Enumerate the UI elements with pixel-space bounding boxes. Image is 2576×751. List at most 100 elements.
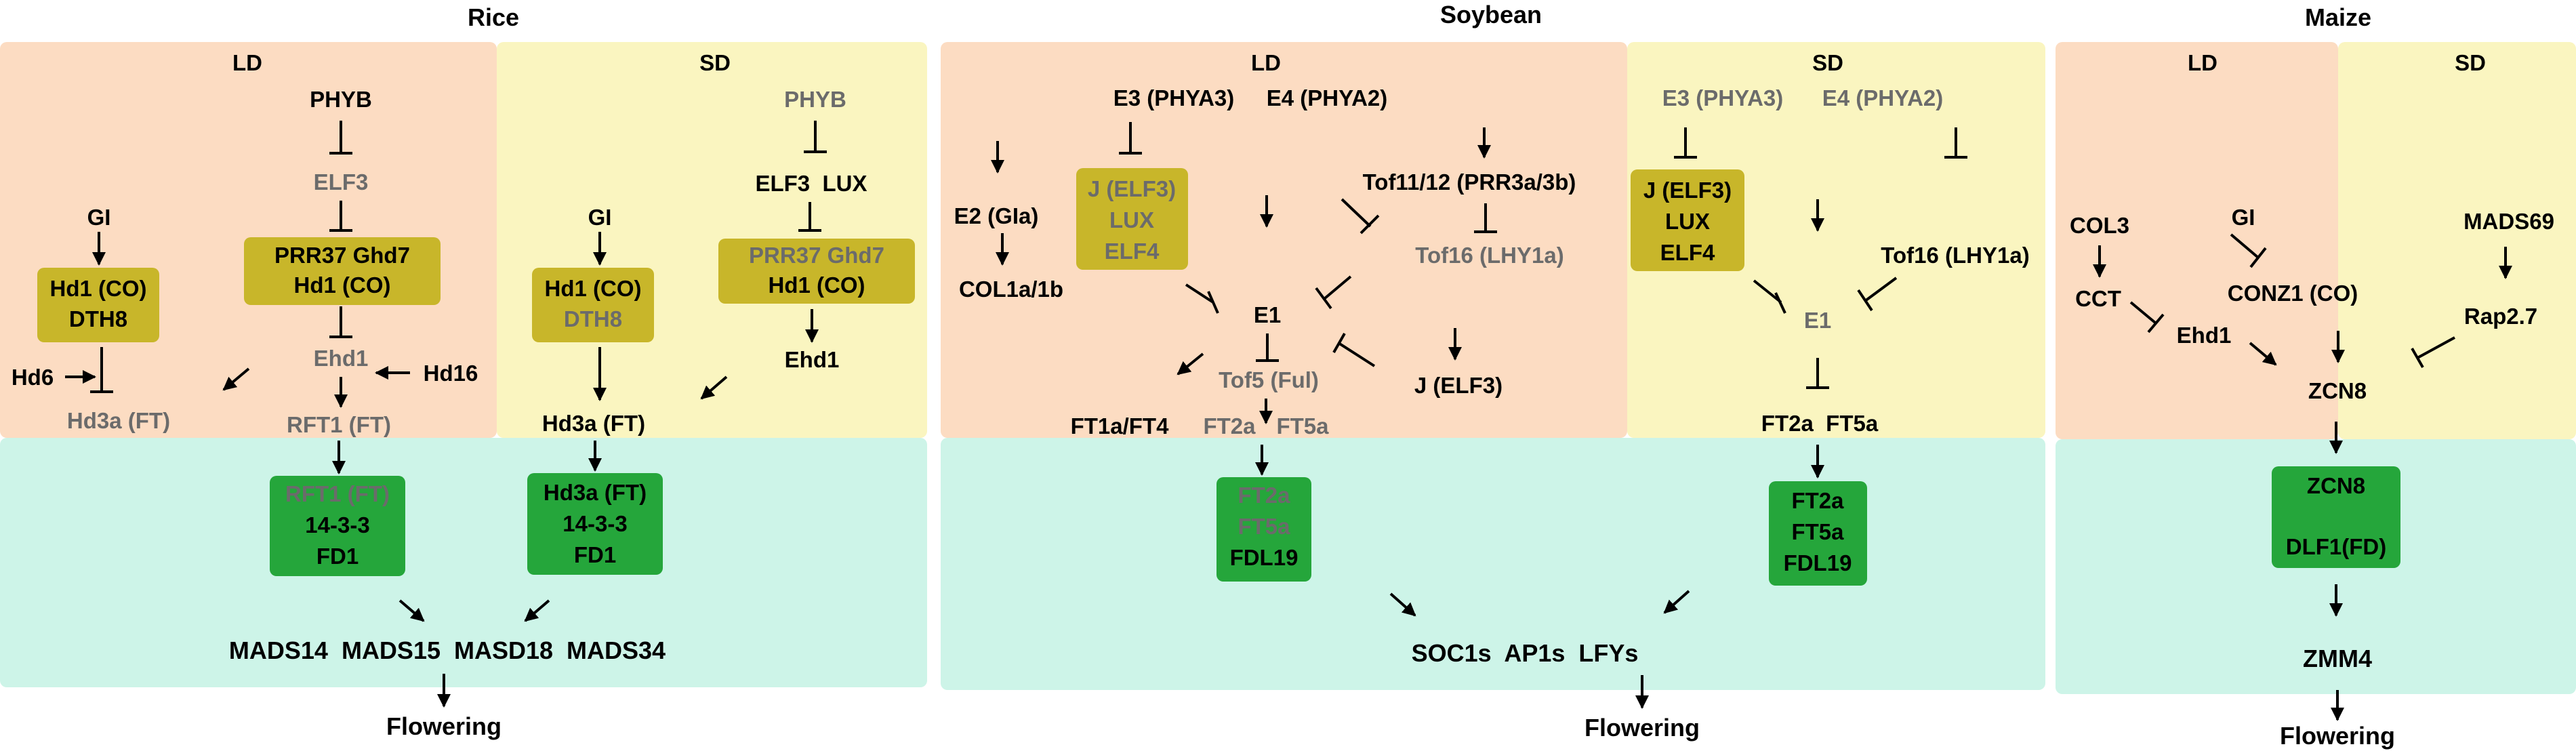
rice-complex2-line3: FD1 — [574, 542, 616, 567]
maize-ehd1-arrow — [2249, 342, 2277, 366]
soybean-sd-ft2a-ft5a: FT2a FT5a — [1761, 411, 1879, 436]
soybean-ld-e4: E4 (PHYA2) — [1267, 85, 1388, 110]
rice-ld-hd3a: Hd3a (FT) — [67, 408, 170, 433]
soybean-ld-ec-box — [1076, 168, 1188, 270]
maize-ld-label: LD — [2188, 50, 2217, 75]
maize-sd-background — [2338, 42, 2576, 439]
rice-ld-ehd1: Ehd1 — [314, 346, 369, 371]
maize-conz1: CONZ1 (CO) — [2228, 281, 2358, 306]
rice-complex2-line2: 14-3-3 — [563, 511, 627, 536]
rice-sd-prr37-box — [718, 239, 915, 304]
rice-ld-hd16: Hd16 — [424, 361, 478, 386]
soybean-ld-jelf3-bar — [1332, 333, 1346, 353]
soybean-ld-tof11-inhibits-diag — [1341, 198, 1372, 228]
soybean-sd-ec-inhibits-e1 — [1753, 279, 1782, 304]
soybean-ld-e1: E1 — [1254, 302, 1281, 327]
maize-flowering: Flowering — [2280, 722, 2395, 750]
rice-sd-label: SD — [699, 50, 731, 75]
soybean-sd-ec-box — [1631, 169, 1744, 271]
soybean-complex1-box — [1217, 477, 1311, 582]
soybean-sd-e1: E1 — [1804, 308, 1831, 333]
rice-ld-hd1-box — [37, 268, 159, 342]
rice-ld-hd1-co: Hd1 (CO) — [294, 272, 391, 298]
rice-sd-hd1-co-right: Hd1 (CO) — [769, 272, 865, 298]
soybean-ld-ft5a: FT5a — [1276, 413, 1329, 439]
soybean-ld-elf4: ELF4 — [1105, 239, 1160, 264]
soybean-targets: SOC1s AP1s LFYs — [1412, 639, 1639, 667]
soybean-complex2-line3: FDL19 — [1784, 550, 1852, 575]
rice-sd-hd3a: Hd3a (FT) — [542, 411, 645, 436]
rice-ld-prr37-box — [244, 237, 441, 305]
maize-zcn8: ZCN8 — [2308, 378, 2367, 403]
soybean-ld-tof5: Tof5 (Ful) — [1219, 367, 1319, 392]
maize-cct: CCT — [2075, 286, 2121, 311]
rice-sd-ehd1: Ehd1 — [785, 347, 840, 372]
soybean-ld-tof11-diag-bar — [1359, 214, 1380, 235]
soybean-ld-label: LD — [1251, 50, 1281, 75]
soybean-complex2-box — [1769, 481, 1867, 586]
maize-gi-inhibit-bar — [2249, 247, 2267, 268]
soybean-ld-e3: E3 (PHYA3) — [1113, 85, 1235, 110]
soybean-sd-tof16: Tof16 (LHY1a) — [1881, 243, 2029, 268]
rice-complex2-line1: Hd3a (FT) — [544, 480, 647, 505]
rice-sd-diag-arrow — [700, 376, 728, 400]
maize-ld-background — [2056, 42, 2338, 439]
rice-complex1-line3: FD1 — [316, 544, 359, 569]
soybean-ld-e1-diag-arrow — [1177, 352, 1204, 376]
rice-sd-phyb: PHYB — [784, 87, 846, 112]
maize-complex-line2: DLF1(FD) — [2286, 534, 2386, 559]
soybean-ld-ft1a: FT1a/FT4 — [1071, 413, 1170, 439]
rice-sd-hd1-co: Hd1 (CO) — [545, 276, 642, 301]
soybean-sd-tof16-inhibits-e1 — [1864, 277, 1898, 302]
soybean-ld-tof16: Tof16 (LHY1a) — [1415, 243, 1563, 268]
rice-ld-phyb: PHYB — [310, 87, 372, 112]
soybean-sd-elf4: ELF4 — [1660, 240, 1715, 265]
maize-cct-inhibit-bar — [2147, 313, 2165, 333]
soybean-ld-jelf3-inhibits — [1337, 342, 1376, 367]
soybean-complex1-line1: FT2a — [1238, 483, 1290, 508]
rice-complex1-line2: 14-3-3 — [305, 512, 369, 537]
soybean-complex2-line1: FT2a — [1791, 488, 1844, 513]
rice-flowering: Flowering — [386, 712, 502, 740]
soybean-panel: Soybean LD SD E3 (PHYA3) E4 (PHYA2) J (E… — [941, 1, 2045, 742]
maize-complex-line1: ZCN8 — [2307, 473, 2365, 498]
rice-panel: Rice LD SD PHYB ELF3 PRR37 Ghd7 Hd1 (CO)… — [0, 3, 927, 740]
rice-complex1-line1: RFT1 (FT) — [285, 481, 390, 506]
soybean-ld-e2: E2 (GIa) — [954, 203, 1039, 228]
soybean-ld-j-elf3: J (ELF3) — [1088, 176, 1176, 201]
maize-rap27-inhibit-bar — [2411, 348, 2424, 368]
rice-complex2-box — [527, 473, 663, 575]
maize-rap27: Rap2.7 — [2464, 304, 2537, 329]
soybean-complex1-line2: FT5a — [1238, 514, 1290, 539]
soybean-sd-tof16-e1-bar — [1857, 289, 1873, 312]
rice-title: Rice — [468, 3, 519, 31]
soybean-title: Soybean — [1440, 1, 1542, 28]
rice-ld-rft1: RFT1 (FT) — [287, 412, 391, 437]
maize-complex-box — [2272, 466, 2400, 568]
soybean-sd-lux: LUX — [1665, 209, 1710, 234]
rice-ld-label: LD — [232, 50, 262, 75]
rice-ld-hd6: Hd6 — [12, 365, 54, 390]
rice-ld-diag-arrow — [222, 367, 250, 391]
maize-rap27-inhibits — [2417, 336, 2455, 359]
rice-complex2-to-targets — [524, 599, 550, 622]
maize-mads69: MADS69 — [2463, 209, 2554, 234]
rice-sd-prr37-ghd7: PRR37 Ghd7 — [749, 243, 884, 268]
soybean-sd-j-elf3: J (ELF3) — [1643, 178, 1732, 203]
rice-ld-hd1-co-left: Hd1 (CO) — [50, 276, 147, 301]
soybean-ld-col1: COL1a/1b — [959, 277, 1063, 302]
maize-gi-inhibits — [2230, 233, 2260, 259]
soybean-ld-ec-e1-bar — [1207, 291, 1219, 314]
soybean-ld-j-elf3-b: J (ELF3) — [1414, 373, 1502, 398]
soybean-complex2-line2: FT5a — [1791, 519, 1844, 544]
rice-ld-dth8: DTH8 — [69, 306, 127, 331]
rice-sd-dth8: DTH8 — [564, 306, 622, 331]
soybean-ld-tof16-e1-bar — [1315, 287, 1332, 310]
rice-ld-prr37-ghd7: PRR37 Ghd7 — [274, 243, 410, 268]
maize-ehd1: Ehd1 — [2177, 323, 2232, 348]
maize-col3: COL3 — [2070, 213, 2129, 238]
soybean-complex1-to-targets — [1389, 592, 1416, 617]
soybean-ld-tof11: Tof11/12 (PRR3a/3b) — [1363, 169, 1576, 195]
rice-ld-gi: GI — [87, 205, 111, 230]
maize-cct-inhibits-ehd1 — [2129, 301, 2156, 324]
